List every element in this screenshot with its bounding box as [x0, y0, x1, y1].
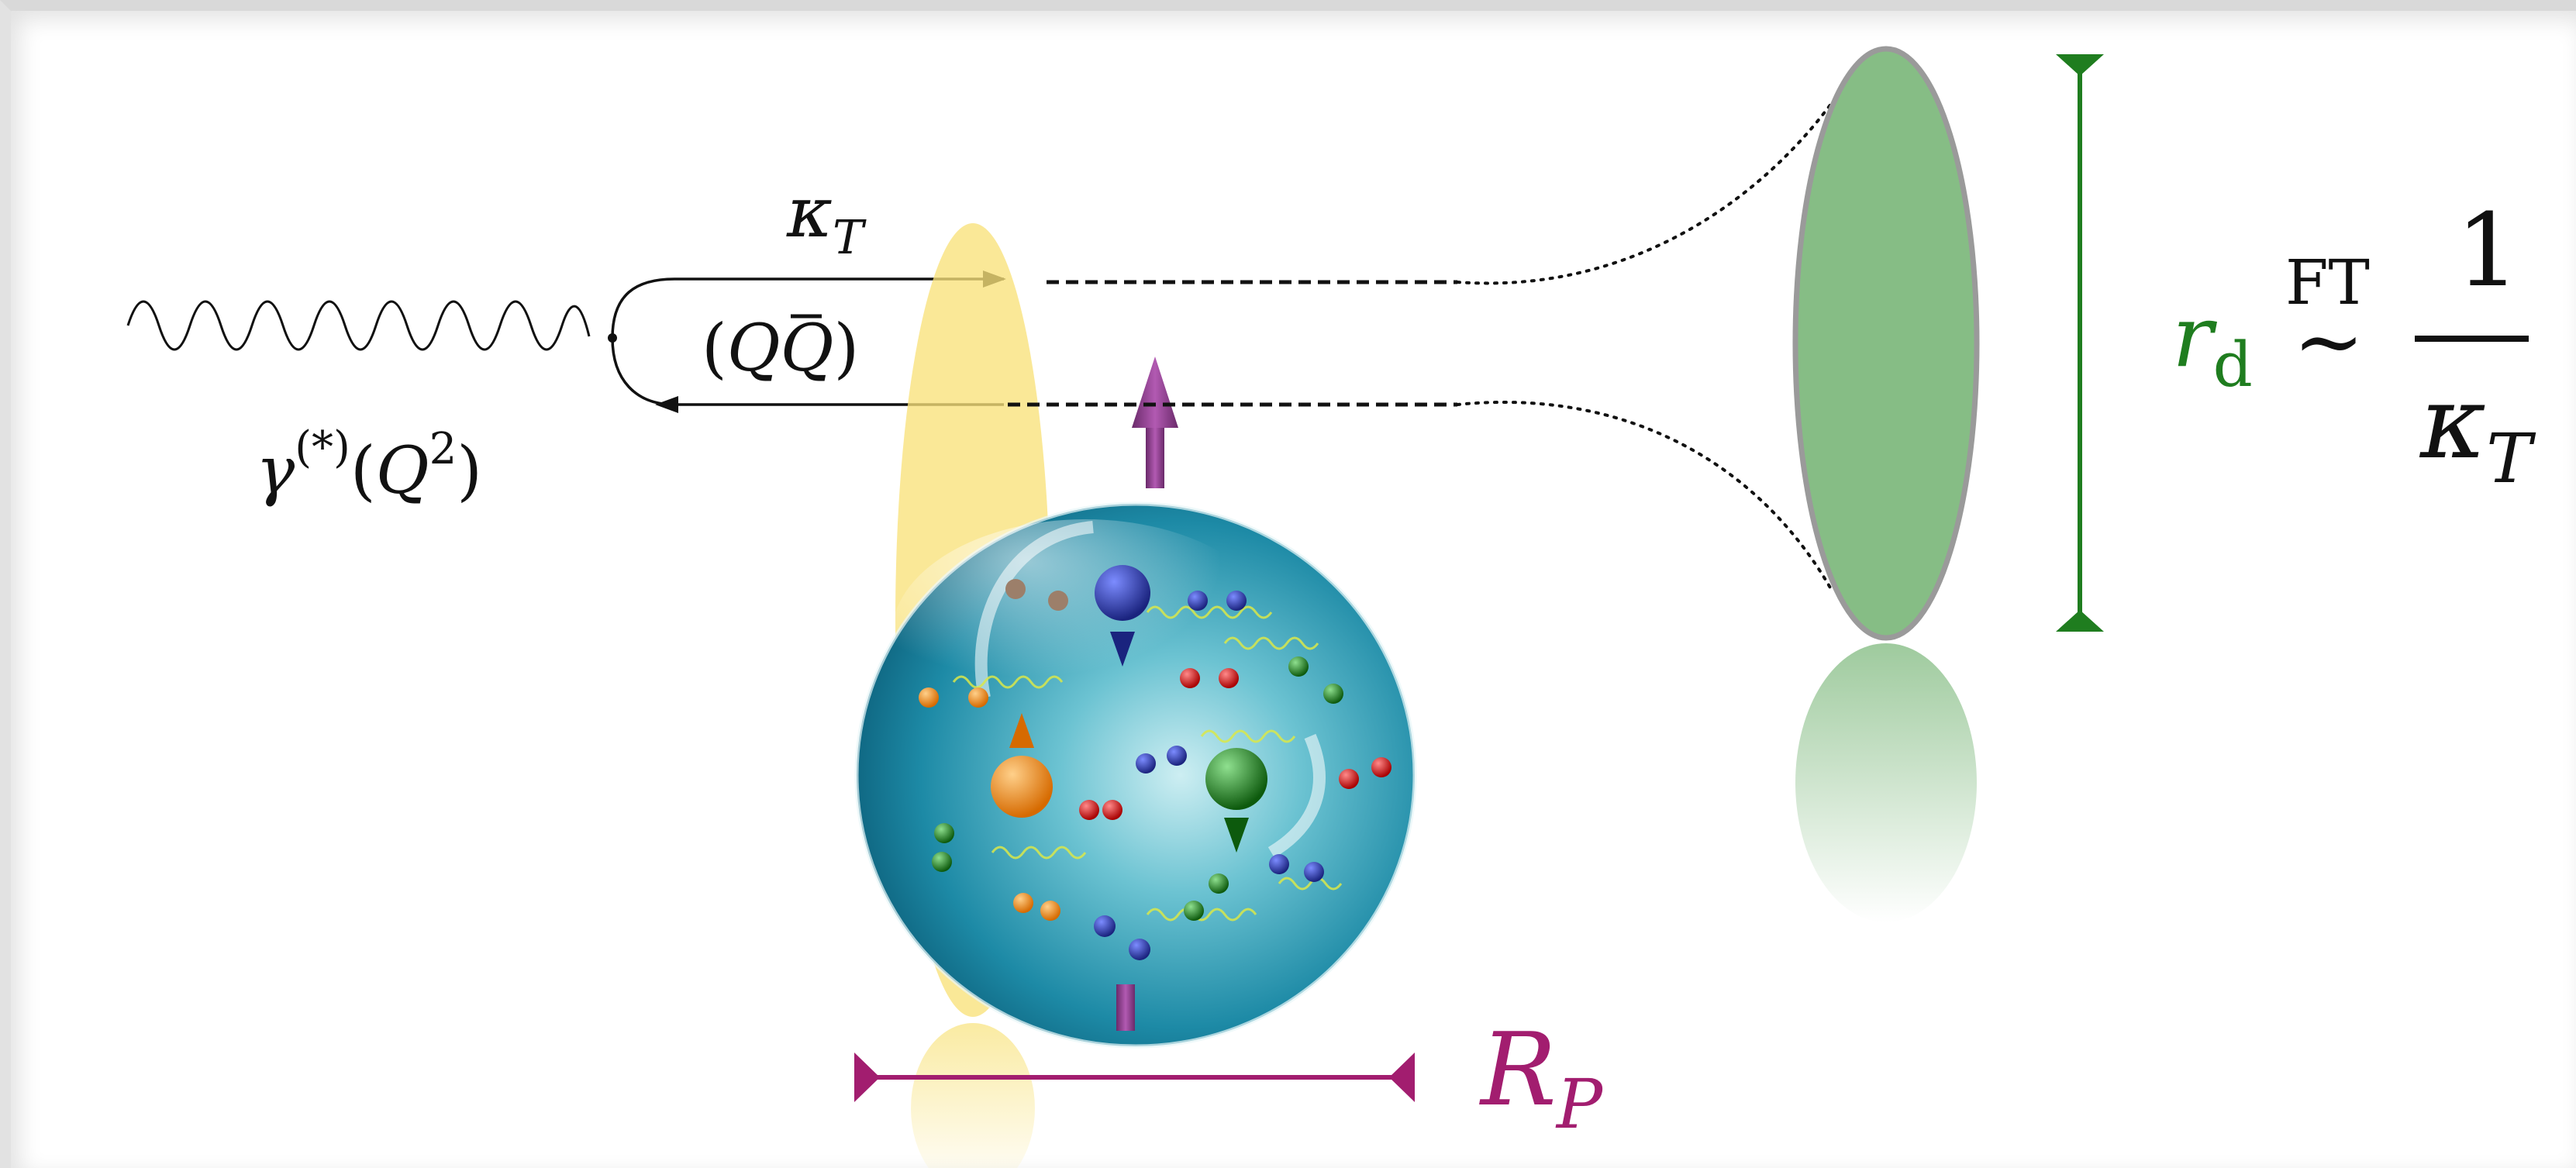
dotted-curve-bottom [1456, 401, 1833, 591]
rd-label: rd [2172, 287, 2253, 401]
quark-line-top [611, 277, 1004, 339]
quark-green-large [1205, 748, 1267, 810]
photon-label: γ(*)(Q2) [256, 422, 482, 508]
quark-blue-large [1095, 565, 1150, 621]
fraction-numerator: 1 [2456, 191, 2520, 309]
ft-label: FT [2285, 246, 2370, 319]
rd-size-bar [2056, 54, 2104, 632]
rp-label: RP [1479, 1011, 1604, 1144]
orbit-arrow-right [1267, 733, 1326, 858]
quark-green-spin-arrow [1224, 818, 1249, 853]
dipole-ellipse [1792, 46, 1980, 641]
spin-arrow-head [1132, 357, 1178, 428]
gluon-lines [952, 605, 1343, 922]
proton [854, 357, 1417, 1049]
spin-arrow-shaft-bottom [1116, 984, 1135, 1031]
quark-orange-spin-arrow [1009, 713, 1034, 748]
kappa-t-label: κT [786, 172, 867, 265]
tilde-symbol: ~ [2293, 291, 2364, 391]
quark-pair-label: (QQ) [702, 310, 859, 386]
dipole-reflection [1795, 643, 1977, 922]
antiquark-arrowhead-bottom [655, 396, 678, 413]
yellow-slice-reflection [911, 1023, 1035, 1168]
fraction-denominator: κT [2419, 363, 2536, 498]
rp-size-bar [854, 1053, 1415, 1102]
quark-blue-spin-arrow [1110, 632, 1135, 667]
sea-quarks [919, 579, 1391, 960]
quark-orange-large [991, 756, 1053, 818]
orbit-arrow-left [974, 521, 1094, 699]
dotted-curve-top [1456, 99, 1835, 285]
photon-wavy-line [126, 300, 591, 351]
